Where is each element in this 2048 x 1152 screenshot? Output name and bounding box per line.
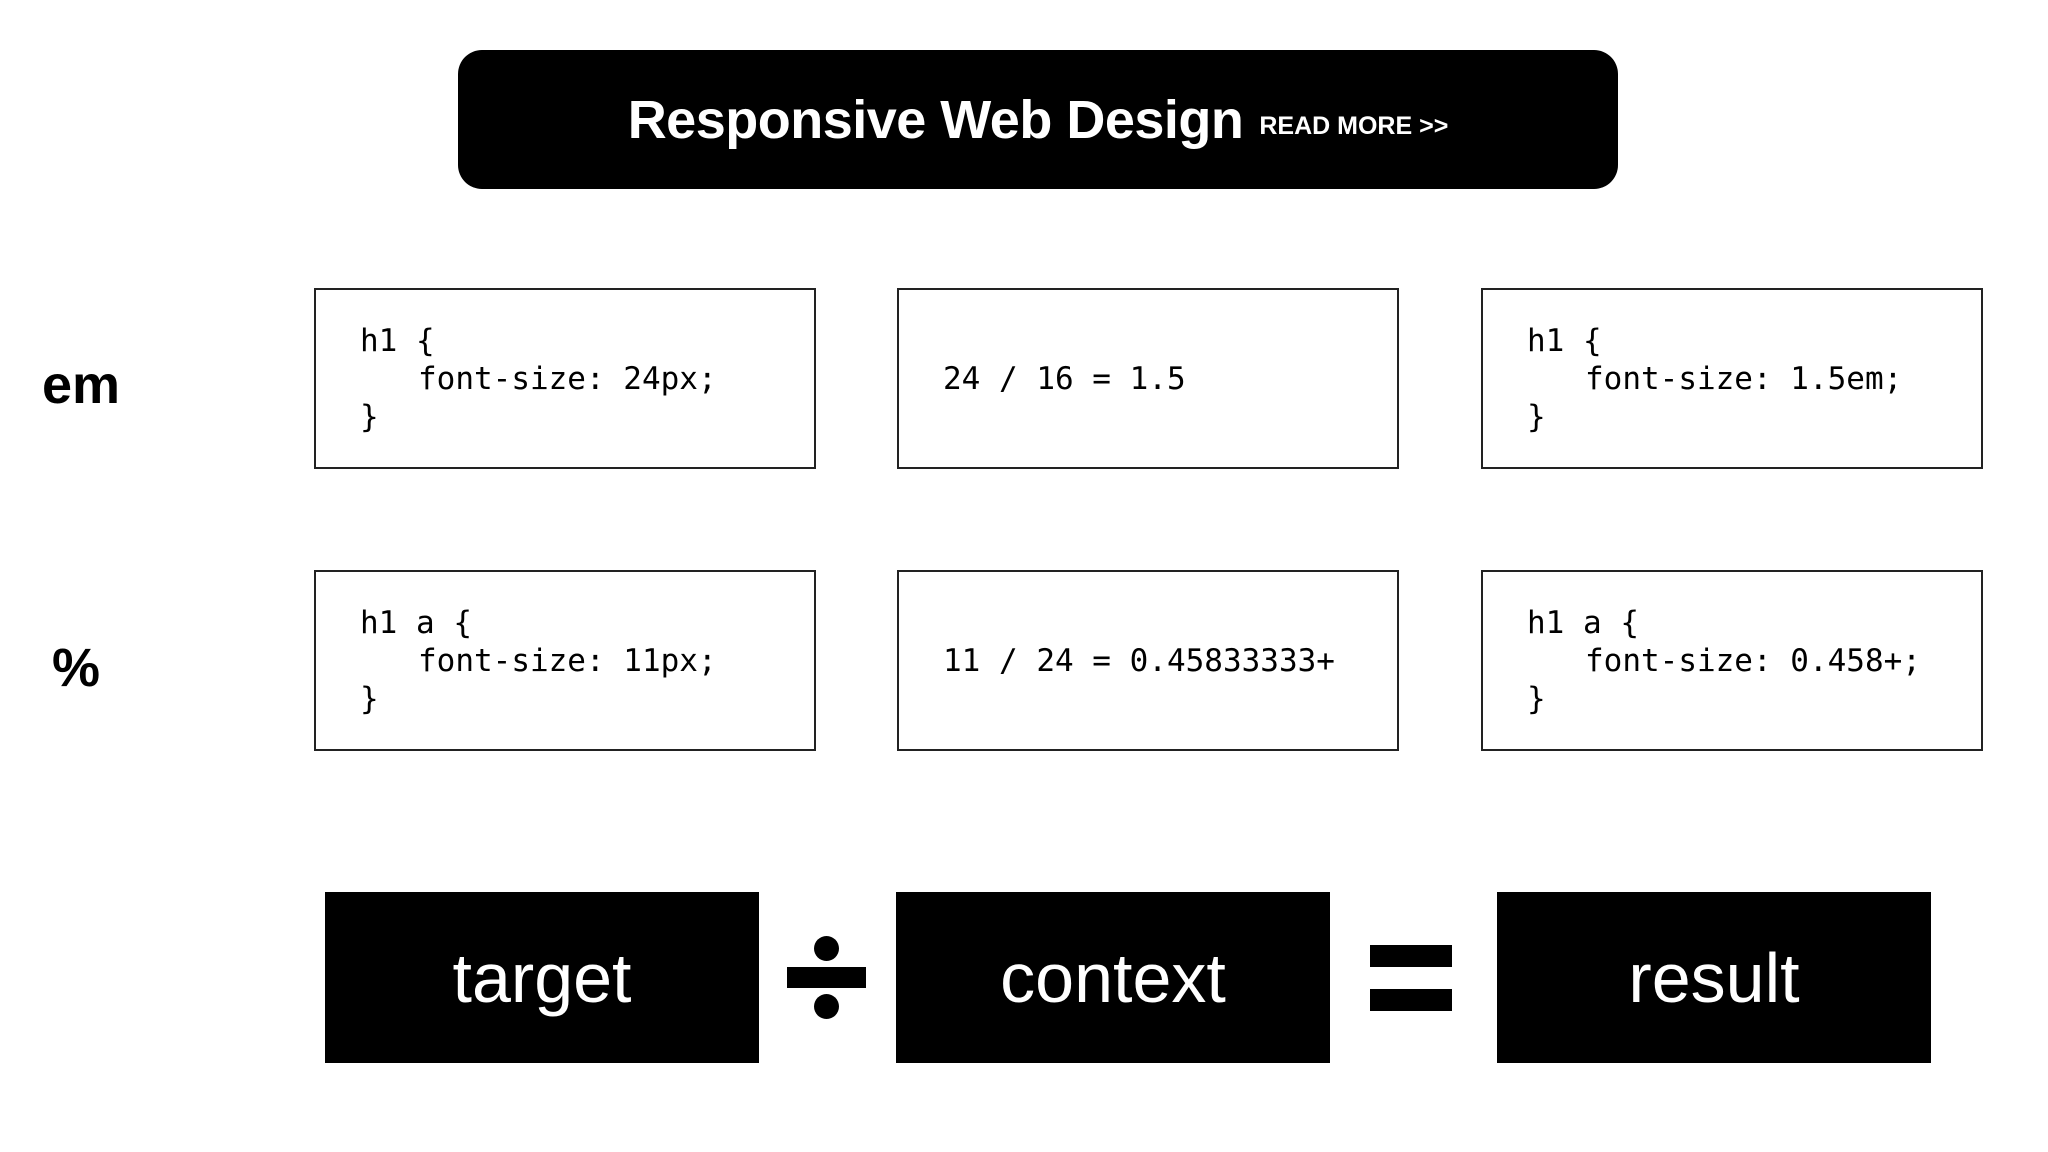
formula-target-label: target <box>452 938 632 1017</box>
code-line: } <box>1527 398 1546 435</box>
code-box-result-percent: h1 a { font-size: 0.458+; } <box>1481 570 1983 751</box>
formula-result-label: result <box>1628 938 1800 1017</box>
title-banner: Responsive Web Design READ MORE >> <box>458 50 1618 189</box>
code-line: font-size: 1.5em; <box>1585 360 1903 397</box>
code-box-source-em: h1 { font-size: 24px; } <box>314 288 816 469</box>
row-label-percent: % <box>52 638 101 698</box>
calc-box-percent: 11 / 24 = 0.45833333+ <box>897 570 1399 751</box>
formula-result: result <box>1497 892 1931 1063</box>
code-line: } <box>1527 680 1546 717</box>
formula-target: target <box>325 892 759 1063</box>
read-more-link[interactable]: READ MORE >> <box>1259 112 1449 140</box>
code-line: h1 a { <box>360 604 472 641</box>
code-box-source-percent: h1 a { font-size: 11px; } <box>314 570 816 751</box>
code-line: h1 { <box>360 322 435 359</box>
code-box-result-em: h1 { font-size: 1.5em; } <box>1481 288 1983 469</box>
formula-context: context <box>896 892 1330 1063</box>
page-title: Responsive Web Design <box>627 89 1244 150</box>
calc-text: 24 / 16 = 1.5 <box>943 360 1186 397</box>
formula-context-label: context <box>1000 938 1226 1017</box>
code-line: h1 { <box>1527 322 1602 359</box>
code-line: font-size: 11px; <box>418 642 717 679</box>
code-line: } <box>360 680 379 717</box>
code-line: font-size: 0.458+; <box>1585 642 1921 679</box>
code-line: font-size: 24px; <box>418 360 717 397</box>
calc-text: 11 / 24 = 0.45833333+ <box>943 642 1335 679</box>
row-label-em: em <box>42 355 121 415</box>
calc-box-em: 24 / 16 = 1.5 <box>897 288 1399 469</box>
code-line: } <box>360 398 379 435</box>
code-line: h1 a { <box>1527 604 1639 641</box>
